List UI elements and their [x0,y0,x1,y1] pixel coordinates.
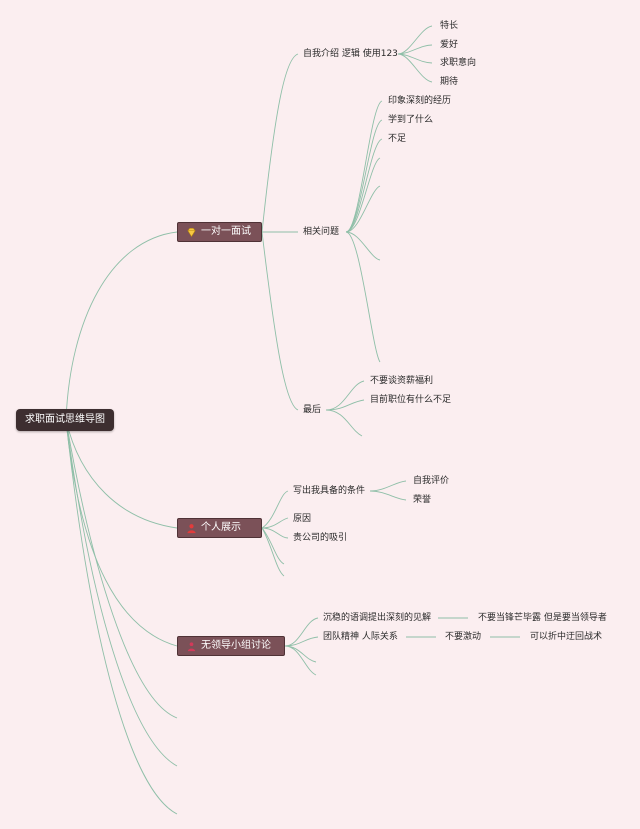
leaf-honors[interactable]: 荣誉 [413,495,432,505]
node-related-questions[interactable]: 相关问题 [303,227,340,237]
person-icon [187,523,196,533]
mindmap-edges [65,25,520,815]
leaf-current-position-shortcomings[interactable]: 目前职位有什么不足 [370,395,452,405]
node-company-attraction[interactable]: 贵公司的吸引 [293,533,348,543]
chain-dont-get-excited[interactable]: 不要激动 [445,632,482,642]
leaf-expectation[interactable]: 期待 [440,77,459,87]
branch-leaderless-group-discussion[interactable]: 无领导小组讨论 [177,636,285,656]
diamond-icon [187,227,196,237]
leaf-job-intention[interactable]: 求职意向 [440,58,477,68]
node-calm-insight[interactable]: 沉稳的语调提出深刻的见解 [323,613,432,623]
group-icon [187,641,196,651]
leaf-self-evaluation[interactable]: 自我评价 [413,476,450,486]
leaf-specialty[interactable]: 特长 [440,21,459,31]
leaf-shortcomings[interactable]: 不足 [388,134,407,144]
node-finally[interactable]: 最后 [303,405,322,415]
leaf-no-salary-talk[interactable]: 不要谈资薪福利 [370,376,434,386]
chain-dont-be-flashy[interactable]: 不要当锋芒毕露 但是要当领导者 [478,613,607,623]
branch-one-on-one-interview[interactable]: 一对一面试 [177,222,262,242]
leaf-hobby[interactable]: 爱好 [440,40,459,50]
node-reason[interactable]: 原因 [293,514,312,524]
node-self-intro[interactable]: 自我介绍 逻辑 使用123 [303,49,398,59]
root-node[interactable]: 求职面试思维导图 [16,409,114,431]
leaf-memorable-experience[interactable]: 印象深刻的经历 [388,96,452,106]
branch-label: 个人展示 [201,522,241,533]
node-team-spirit[interactable]: 团队精神 人际关系 [323,632,398,642]
branch-personal-showcase[interactable]: 个人展示 [177,518,262,538]
node-my-qualifications[interactable]: 写出我具备的条件 [293,486,366,496]
chain-compromise-tactics[interactable]: 可以折中迂回战术 [530,632,603,642]
branch-label: 一对一面试 [201,226,251,237]
branch-label: 无领导小组讨论 [201,640,271,651]
leaf-what-learned[interactable]: 学到了什么 [388,115,434,125]
